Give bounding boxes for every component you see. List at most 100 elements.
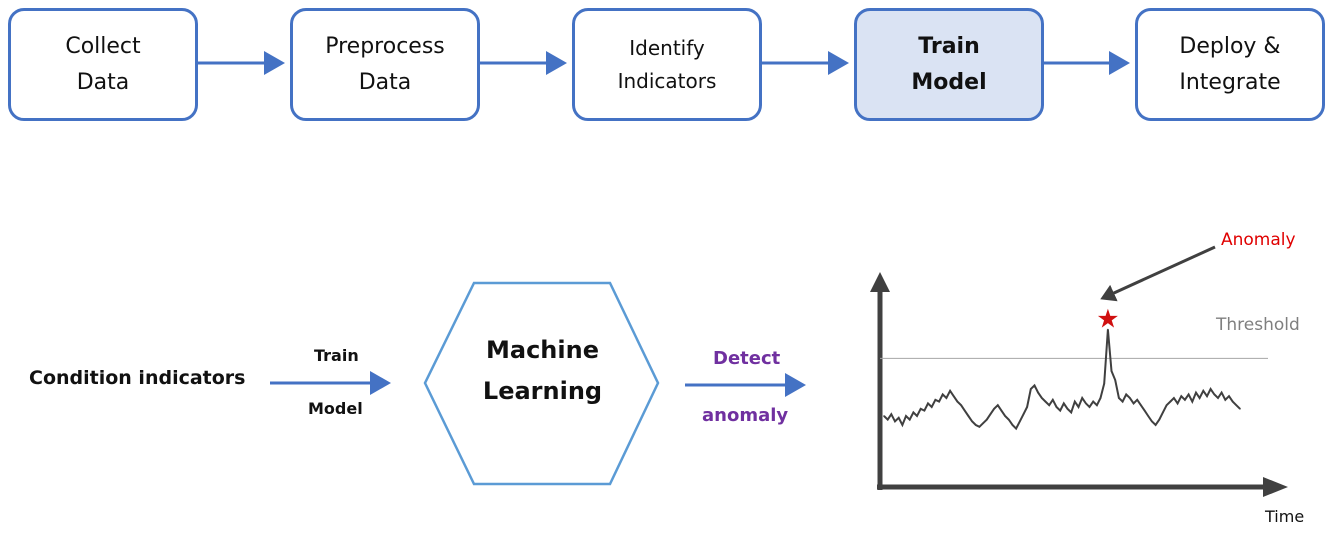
signal-point bbox=[1224, 399, 1227, 401]
signal-point bbox=[1239, 408, 1241, 410]
step-deploy-integrate: Deploy & Integrate bbox=[1135, 8, 1325, 121]
signal-point bbox=[967, 415, 970, 417]
signal-point bbox=[912, 411, 915, 414]
signal-point bbox=[905, 415, 907, 417]
signal-point bbox=[1059, 409, 1061, 412]
signal-point bbox=[1136, 399, 1139, 401]
signal-point bbox=[949, 390, 951, 392]
signal-point bbox=[1180, 395, 1183, 398]
signal-point bbox=[1088, 406, 1091, 408]
signal-point bbox=[1158, 418, 1161, 421]
signal-point bbox=[960, 404, 962, 407]
signal-point bbox=[1231, 400, 1234, 403]
step-label: Deploy & Integrate bbox=[1179, 33, 1281, 95]
step-label: Collect Data bbox=[65, 33, 141, 95]
model-label: Model bbox=[308, 399, 363, 418]
signal-point bbox=[934, 399, 937, 401]
signal-point bbox=[1007, 418, 1010, 421]
step-label: Preprocess Data bbox=[325, 33, 445, 95]
step-preprocess-data: Preprocess Data bbox=[290, 8, 480, 121]
signal-point bbox=[1107, 328, 1109, 331]
signal-point bbox=[1037, 391, 1039, 394]
signal-point bbox=[1110, 370, 1113, 372]
signal-point bbox=[982, 422, 984, 425]
signal-point bbox=[1085, 402, 1087, 405]
signal-point bbox=[1191, 400, 1194, 403]
signal-point bbox=[1048, 404, 1050, 407]
signal-point bbox=[1143, 409, 1146, 412]
signal-point bbox=[1151, 420, 1153, 423]
step-train-model: Train Model bbox=[854, 8, 1044, 121]
signal-point bbox=[985, 418, 988, 421]
signal-point bbox=[897, 417, 900, 419]
step-identify-indicators: Identify Indicators bbox=[572, 8, 762, 121]
signal-point bbox=[1022, 413, 1025, 416]
signal-point bbox=[1052, 399, 1054, 401]
signal-point bbox=[1184, 399, 1186, 401]
signal-point bbox=[1015, 427, 1017, 430]
signal-point bbox=[1077, 406, 1080, 408]
signal-point bbox=[1169, 400, 1172, 403]
signal-point bbox=[1228, 395, 1230, 398]
signal-point bbox=[1092, 400, 1094, 403]
signal-point bbox=[1011, 424, 1014, 426]
signal-point bbox=[956, 400, 959, 403]
step-label: Train Model bbox=[911, 33, 987, 95]
detect-label: Detect bbox=[713, 348, 781, 369]
signal-point bbox=[1165, 404, 1168, 407]
signal-point bbox=[1026, 406, 1028, 408]
signal-point bbox=[1066, 408, 1069, 410]
signal-points bbox=[883, 328, 1241, 430]
condition-indicators-label: Condition indicators bbox=[29, 367, 246, 389]
machine-learning-label: Machine Learning bbox=[482, 336, 603, 405]
signal-point bbox=[886, 418, 889, 421]
anomaly-arrow-label: anomaly bbox=[702, 405, 789, 426]
signal-point bbox=[1209, 388, 1212, 390]
step-collect-data: Collect Data bbox=[8, 8, 198, 121]
train-label: Train bbox=[314, 346, 359, 365]
signal-point bbox=[1063, 402, 1065, 405]
signal-point bbox=[890, 413, 893, 416]
signal-point bbox=[996, 404, 999, 407]
signal-point bbox=[894, 420, 896, 423]
signal-point bbox=[971, 420, 973, 423]
signal-point bbox=[916, 415, 918, 417]
anomaly-pointer-arrow bbox=[1100, 245, 1216, 302]
anomaly-label: Anomaly bbox=[1221, 230, 1296, 250]
signal-point bbox=[1202, 390, 1205, 392]
signal-point bbox=[993, 408, 995, 410]
signal-point bbox=[1213, 393, 1216, 396]
step-label: Identify Indicators bbox=[617, 35, 717, 93]
signal-point bbox=[927, 402, 929, 405]
signal-point bbox=[1198, 397, 1201, 399]
signal-point bbox=[1099, 397, 1102, 399]
signal-point bbox=[930, 406, 933, 408]
signal-point bbox=[1074, 400, 1076, 403]
signal-point bbox=[1081, 397, 1083, 399]
signal-point bbox=[1162, 411, 1164, 414]
signal-point bbox=[1195, 391, 1197, 394]
signal-point bbox=[1041, 397, 1043, 399]
signal-point bbox=[923, 409, 926, 412]
signal-point bbox=[1121, 400, 1124, 403]
signal-point bbox=[1140, 404, 1142, 407]
signal-point bbox=[1187, 393, 1190, 396]
signal-point bbox=[1129, 397, 1131, 399]
signal-point bbox=[941, 393, 944, 396]
signal-point bbox=[952, 395, 955, 398]
signal-point bbox=[1114, 379, 1117, 381]
anomaly-star-icon: ★ bbox=[1096, 305, 1119, 335]
signal-point bbox=[1096, 404, 1098, 407]
ml-hexagon bbox=[423, 281, 660, 486]
signal-point bbox=[1000, 409, 1003, 412]
signal-point bbox=[1125, 393, 1128, 396]
signal-point bbox=[883, 415, 885, 417]
signal-point bbox=[1030, 388, 1032, 390]
signal-point bbox=[1103, 382, 1106, 385]
signal-point bbox=[938, 400, 940, 403]
signal-point bbox=[963, 409, 966, 412]
signal-point bbox=[1173, 397, 1175, 399]
signal-point bbox=[1044, 400, 1047, 403]
time-axis-label: Time bbox=[1265, 507, 1305, 526]
signal-point bbox=[1235, 404, 1238, 407]
